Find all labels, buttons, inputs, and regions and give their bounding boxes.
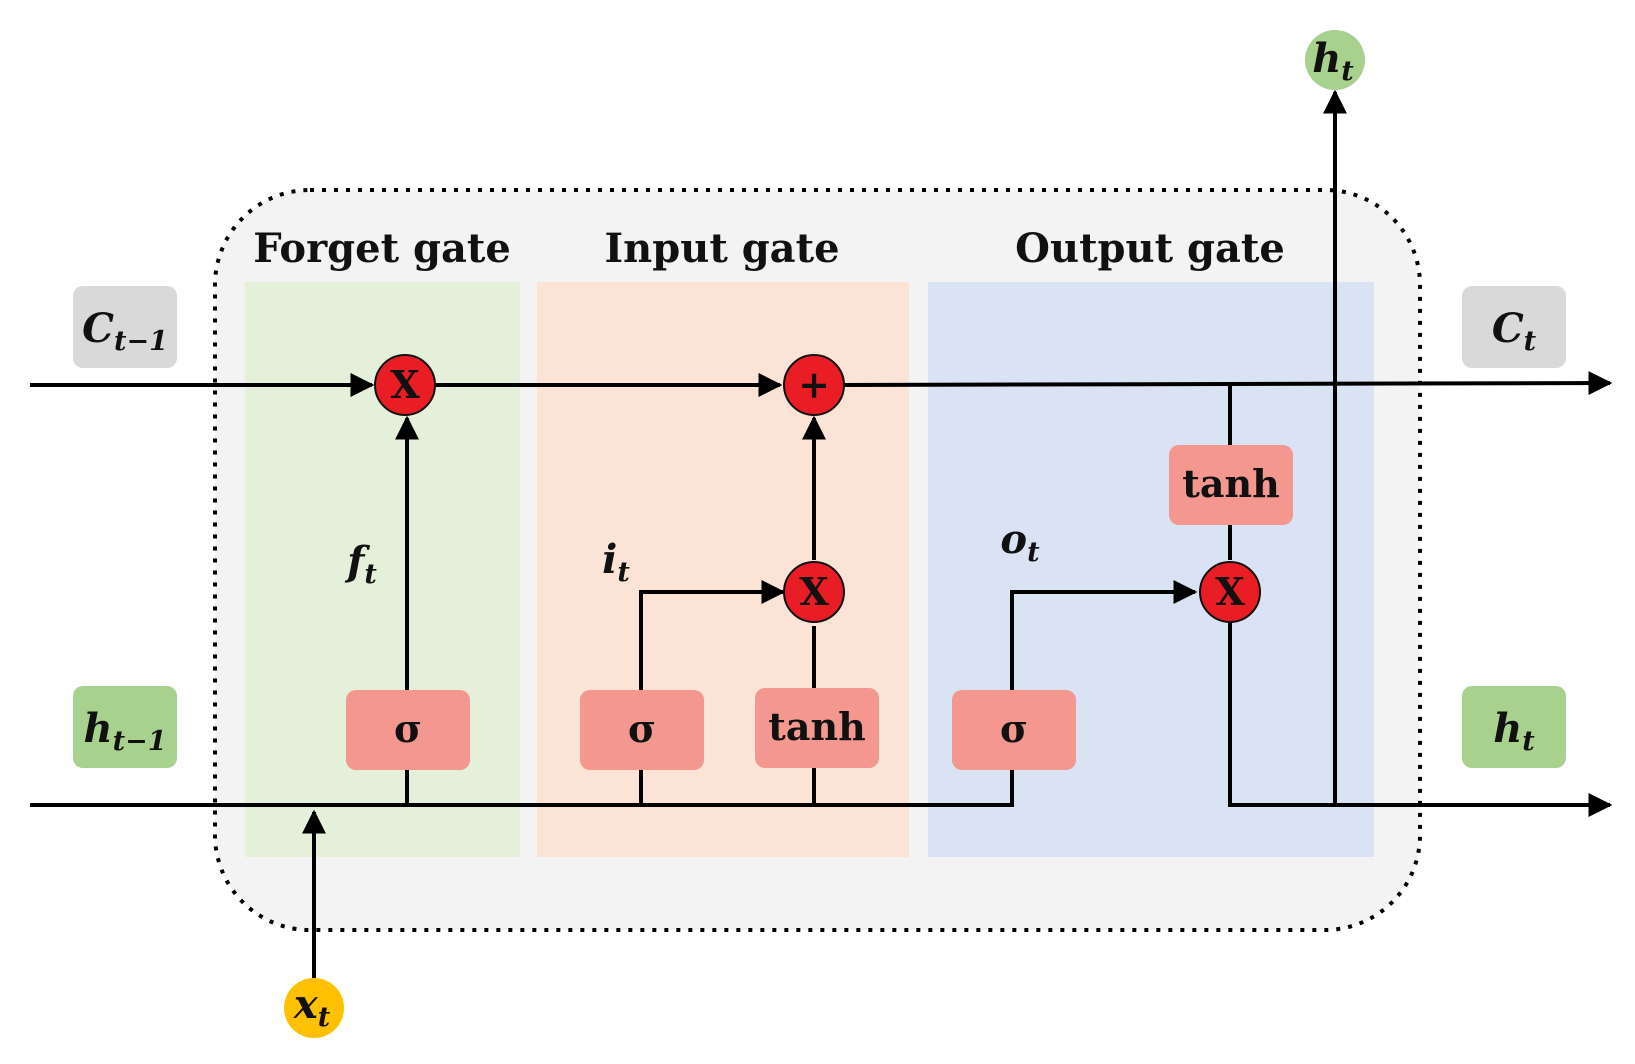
- svg-text:+: +: [798, 362, 830, 407]
- svg-text:ht: ht: [1312, 35, 1354, 87]
- svg-text:X: X: [1215, 569, 1245, 614]
- output-tanh-block: tanh: [1169, 445, 1293, 525]
- svg-text:tanh: tanh: [1182, 461, 1279, 506]
- c-next-label: Ct: [1462, 286, 1566, 368]
- x-input-node: xt: [284, 978, 344, 1038]
- svg-text:Ct−1: Ct−1: [82, 305, 168, 357]
- input-add-operator: +: [783, 354, 845, 416]
- forget-gate-title: Forget gate: [253, 225, 511, 272]
- h-next-label: ht: [1462, 686, 1566, 768]
- o-t-label: ot: [1000, 516, 1040, 568]
- svg-text:ht−1: ht−1: [84, 705, 167, 757]
- svg-text:σ: σ: [394, 706, 422, 751]
- input-sigma-block: σ: [580, 690, 704, 770]
- input-tanh-block: tanh: [755, 688, 879, 768]
- output-gate-title: Output gate: [1015, 225, 1285, 272]
- svg-text:ht: ht: [1493, 705, 1535, 757]
- svg-text:X: X: [390, 362, 420, 407]
- cell-state-out-line: [843, 371, 1613, 396]
- i-t-label: it: [602, 536, 630, 588]
- svg-text:Ct: Ct: [1492, 305, 1537, 357]
- svg-text:σ: σ: [1000, 706, 1028, 751]
- input-gate-title: Input gate: [604, 225, 839, 272]
- hidden-state-out-line: [1228, 615, 1613, 817]
- output-multiply-operator: X: [1199, 561, 1261, 623]
- forget-multiply-operator: X: [374, 354, 436, 416]
- forget-sigma-block: σ: [346, 690, 470, 770]
- h-top-output-node: ht: [1305, 30, 1365, 90]
- svg-text:X: X: [799, 569, 829, 614]
- input-multiply-operator: X: [783, 561, 845, 623]
- h-prev-label: ht−1: [73, 686, 177, 768]
- input-gate-region: [537, 282, 909, 857]
- output-gate-region: [928, 282, 1374, 857]
- svg-text:σ: σ: [628, 706, 656, 751]
- svg-text:xt: xt: [293, 981, 331, 1033]
- svg-text:tanh: tanh: [768, 704, 865, 749]
- c-prev-label: Ct−1: [73, 286, 177, 368]
- output-sigma-block: σ: [952, 690, 1076, 770]
